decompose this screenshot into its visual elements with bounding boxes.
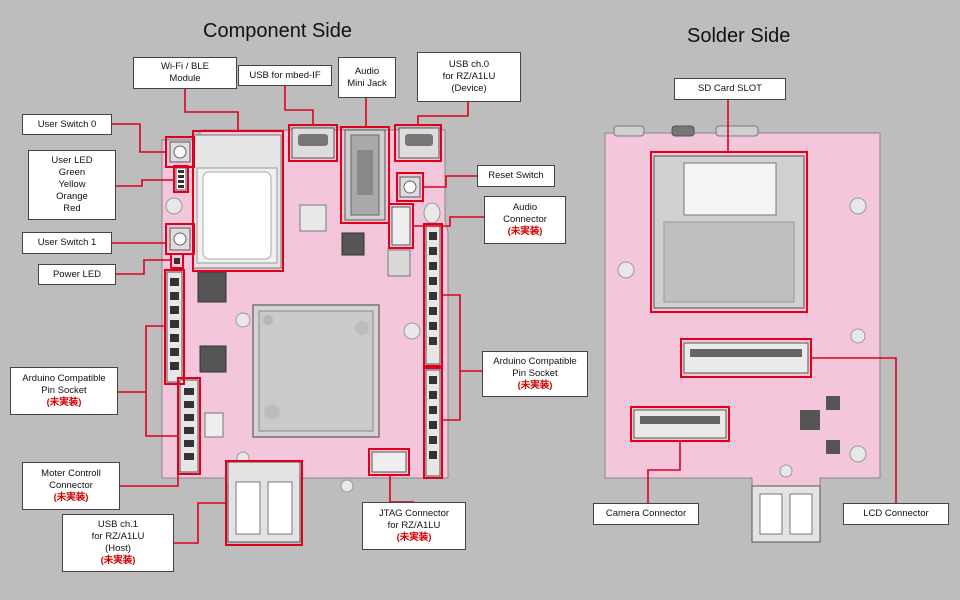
- leader-lines: [112, 86, 897, 544]
- not-mounted-note: (未実装): [100, 555, 136, 566]
- label-line: Audio: [512, 202, 538, 213]
- label-line: JTAG Connector: [378, 508, 450, 519]
- label-line: Audio: [354, 65, 380, 77]
- arduino-right-label: Arduino Compatible Pin Socket (未実装): [482, 351, 588, 397]
- label-line: Yellow: [58, 179, 86, 190]
- label-line: USB for mbed-IF: [249, 69, 321, 81]
- lcd-connector-label: LCD Connector: [843, 503, 949, 525]
- not-mounted-note: (未実装): [396, 532, 432, 543]
- label-line: USB ch.1: [97, 519, 139, 530]
- label-line: Arduino Compatible: [493, 356, 577, 367]
- label-line: Pin Socket: [512, 368, 558, 379]
- user-switch-0-label: User Switch 0: [22, 114, 112, 135]
- label-line: (Device): [451, 83, 487, 94]
- label-line: Module: [169, 73, 201, 84]
- solder-side-title: Solder Side: [687, 25, 791, 47]
- label-line: (Host): [105, 543, 131, 554]
- not-mounted-note: (未実装): [507, 226, 543, 237]
- label-line: USB ch.0: [448, 59, 490, 70]
- component-side-title: Component Side: [203, 20, 352, 42]
- not-mounted-note: (未実装): [46, 397, 82, 408]
- label-line: Green: [58, 167, 86, 178]
- not-mounted-note: (未実装): [53, 492, 89, 503]
- arduino-left-label: Arduino Compatible Pin Socket (未実装): [10, 367, 118, 415]
- label-line: Moter Controll: [41, 468, 101, 479]
- label-line: Reset Switch: [488, 170, 544, 181]
- label-line: Power LED: [52, 268, 102, 280]
- reset-switch-label: Reset Switch: [477, 165, 555, 187]
- label-line: for RZ/A1LU: [442, 71, 496, 82]
- label-line: User Switch 0: [37, 118, 97, 130]
- jtag-connector-label: JTAG Connector for RZ/A1LU (未実装): [362, 502, 466, 550]
- label-line: Connector: [503, 214, 547, 225]
- label-line: Red: [63, 203, 81, 214]
- camera-connector-label: Camera Connector: [593, 503, 699, 525]
- usb-ch1-label: USB ch.1 for RZ/A1LU (Host) (未実装): [62, 514, 174, 572]
- label-line: Wi-Fi / BLE: [160, 61, 210, 72]
- label-line: User LED: [51, 155, 93, 166]
- label-line: Mini Jack: [347, 77, 387, 89]
- label-line: SD Card SLOT: [698, 83, 762, 94]
- usb-ch0-label: USB ch.0 for RZ/A1LU (Device): [417, 52, 521, 102]
- audio-connector-label: Audio Connector (未実装): [484, 196, 566, 244]
- motor-connector-label: Moter Controll Connector (未実装): [22, 462, 120, 510]
- wifi-ble-module-label: Wi-Fi / BLE Module: [133, 57, 237, 89]
- solder-side-board: [604, 125, 881, 543]
- label-line: for RZ/A1LU: [387, 520, 441, 531]
- component-side-board: [161, 127, 449, 543]
- not-mounted-note: (未実装): [517, 380, 553, 391]
- label-line: User Switch 1: [37, 237, 97, 248]
- label-line: LCD Connector: [863, 508, 929, 519]
- usb-mbed-if-label: USB for mbed-IF: [238, 65, 332, 86]
- label-line: for RZ/A1LU: [91, 531, 145, 542]
- power-led-label: Power LED: [38, 264, 116, 285]
- sd-card-slot-label: SD Card SLOT: [674, 78, 786, 100]
- user-switch-1-label: User Switch 1: [22, 232, 112, 254]
- audio-mini-jack-label: Audio Mini Jack: [338, 57, 396, 98]
- label-line: Connector: [49, 480, 93, 491]
- label-line: Orange: [56, 191, 88, 202]
- label-line: Pin Socket: [41, 385, 87, 396]
- label-line: Camera Connector: [605, 508, 687, 519]
- label-line: Arduino Compatible: [22, 373, 106, 384]
- highlight-boxes: [164, 124, 812, 546]
- user-led-label: User LED Green Yellow Orange Red: [28, 150, 116, 220]
